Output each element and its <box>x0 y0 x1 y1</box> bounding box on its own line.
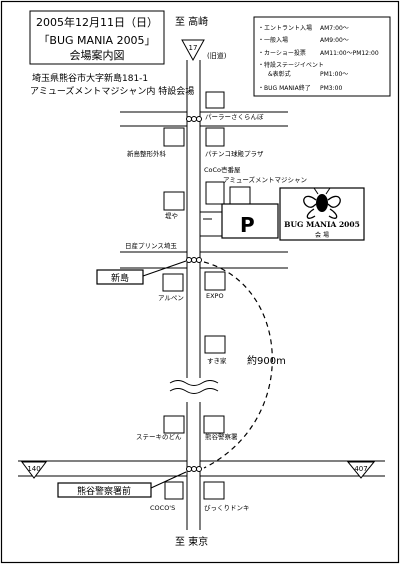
donkey-building <box>203 481 225 500</box>
parking-label: P <box>240 213 255 237</box>
coco-building <box>205 181 225 205</box>
route-17-note: (旧道) <box>207 51 227 60</box>
title-box <box>29 10 165 65</box>
direction-south: 至 東京 <box>175 535 208 548</box>
route-140-number: 140 <box>27 465 40 473</box>
direction-north: 至 高崎 <box>175 15 208 28</box>
landmark-amusement: アミューズメントマジシャン <box>223 175 307 184</box>
event-name: 「BUG MANIA 2005」 <box>38 34 155 47</box>
clinic-building <box>163 127 185 147</box>
address-line-1: 埼玉県熊谷市大字新島181-1 <box>32 72 148 84</box>
landmark-expo: EXPO <box>206 292 224 300</box>
alpen-building <box>162 273 184 292</box>
landmark-sukiya: すき家 <box>207 356 227 365</box>
schedule-label-end: ・BUG MANIA終了 <box>258 84 311 92</box>
route-17-road <box>169 60 219 530</box>
schedule-time-carshow: AM11:00～PM12:00 <box>320 50 379 57</box>
landmark-pachinko: パチンコ球殿プラザ <box>205 149 264 158</box>
schedule-time-general: AM9:00～ <box>320 37 349 44</box>
schedule-time-entrant: AM7:00～ <box>320 25 349 32</box>
schedule-time-end: PM3:00 <box>320 85 342 92</box>
landmark-parlor: パーラーさくらんぼ <box>205 113 264 121</box>
sukiya-building <box>204 335 226 354</box>
landmark-alpen: アルペン <box>158 294 184 302</box>
route-407-number: 407 <box>354 465 367 473</box>
signal-shinjima <box>186 257 202 263</box>
sakaya-building <box>163 191 185 211</box>
parlor-building <box>205 91 225 109</box>
streets <box>18 111 385 477</box>
landmark-donkey: びっくりドンキ <box>204 504 250 512</box>
schedule-label-carshow: ・カーショー投票 <box>258 49 306 57</box>
address-line-2: アミューズメントマジシャン内 特設会場 <box>30 85 194 97</box>
schedule-label-award: &表彰式 <box>262 70 291 78</box>
venue-logo-title: BUG MANIA 2005 <box>284 220 360 229</box>
callout-shinjima-text: 新島 <box>111 272 129 284</box>
bug-mania-emblem-icon <box>303 187 341 219</box>
landmark-steak: ステーキのどん <box>136 433 182 441</box>
schedule-time-award: PM1:00～ <box>320 71 348 78</box>
steak-building <box>163 415 185 434</box>
landmark-clinic: 新島整形外科 <box>127 149 167 158</box>
route-140-sign: 140 <box>21 461 47 479</box>
callout-police-text: 熊谷警察署前 <box>77 485 131 497</box>
schedule-frame <box>253 16 391 97</box>
landmark-hotel: 日産プリンス埼玉 <box>125 241 177 250</box>
police-hq-building <box>203 415 225 434</box>
venue-logo-sub: 会 場 <box>315 231 329 239</box>
route-407-sign: 407 <box>346 461 376 479</box>
landmark-coco: CoCo壱番屋 <box>204 165 241 174</box>
landmarks-east: パーラーさくらんぼ パチンコ球殿プラザ CoCo壱番屋 アミューズメントマジシャ… <box>203 91 307 512</box>
parking-area <box>221 203 279 239</box>
route-17-sign: 17 <box>181 39 205 62</box>
landmark-sakaya: 堤や <box>165 211 178 220</box>
route-17-number: 17 <box>189 44 198 52</box>
schedule-label-general: ・一般入場 <box>258 36 288 44</box>
schedule-box: ・エントラント入場 AM7:00～ ・一般入場 AM9:00～ ・カーショー投票… <box>253 16 391 97</box>
landmark-police-hq: 熊谷警察署 <box>205 432 238 441</box>
distance-label: 約900m <box>247 354 286 367</box>
landmarks-west: 新島整形外科 堤や 日産プリンス埼玉 アルペン ステーキのどん COCO'S <box>125 127 185 512</box>
callout-police: 熊谷警察署前 <box>57 471 187 498</box>
title-block: 2005年12月11日（日） 「BUG MANIA 2005」 会場案内図 <box>29 10 165 65</box>
schedule-label-stage: ・特設ステージイベント <box>258 61 324 69</box>
expo-building <box>204 271 226 291</box>
cocos-building <box>164 481 184 500</box>
map-title: 会場案内図 <box>70 48 125 62</box>
venue-block: P BUG MANIA 2005 会 場 <box>203 187 365 241</box>
event-date: 2005年12月11日（日） <box>36 15 158 29</box>
signal-street-1 <box>186 116 202 122</box>
landmark-cocos: COCO'S <box>150 504 175 512</box>
traffic-signals <box>186 116 202 472</box>
callout-shinjima: 新島 <box>96 260 187 285</box>
pachinko-building <box>205 127 225 147</box>
signal-police <box>186 466 202 472</box>
schedule-label-entrant: ・エントラント入場 <box>258 24 312 32</box>
